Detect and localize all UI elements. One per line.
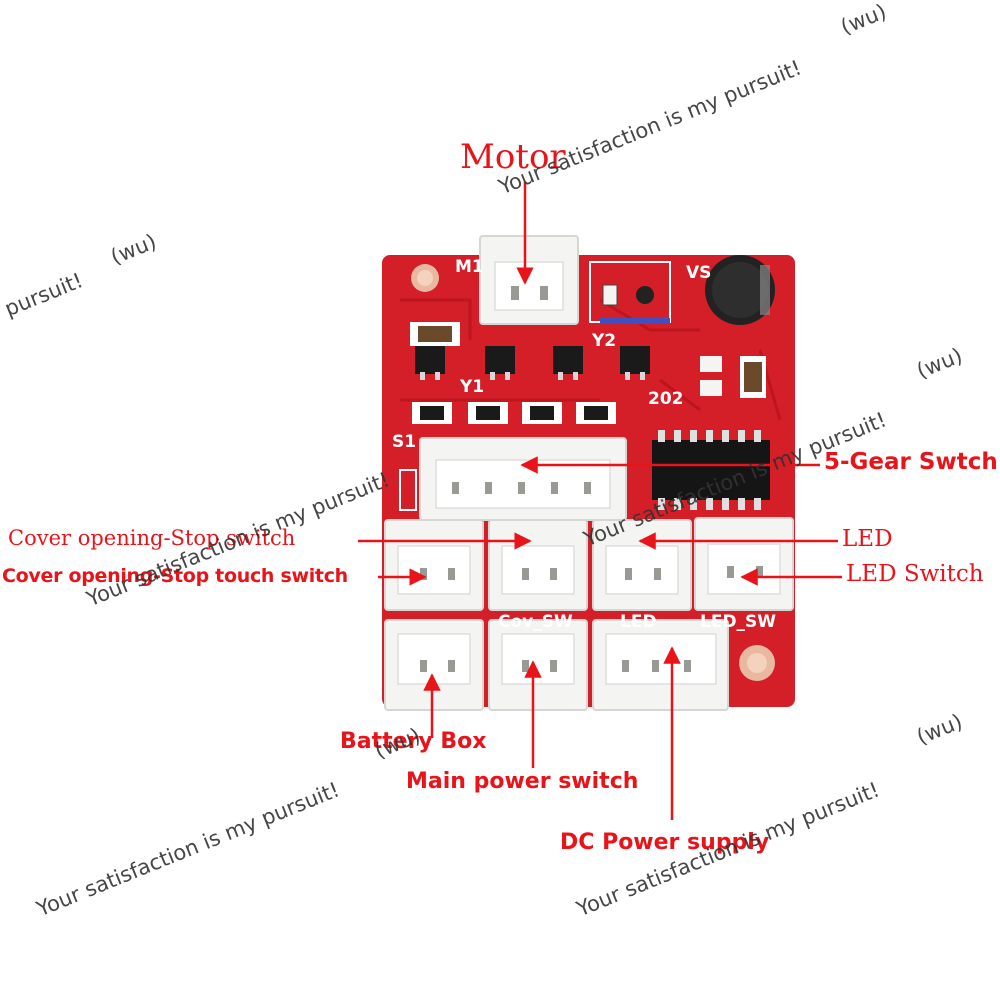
silk-y1: Y1 xyxy=(459,377,484,397)
label-cover-stop-touch-switch: Cover opening-Stop touch switch xyxy=(2,565,348,587)
silk-m1: M1 xyxy=(455,257,484,277)
silk-led-sw: LED_SW xyxy=(700,612,776,632)
label-led-switch: LED Switch xyxy=(846,561,984,587)
silk-code: 202 xyxy=(648,389,684,409)
label-cover-stop-switch: Cover opening-Stop switch xyxy=(8,526,296,550)
label-led: LED xyxy=(842,526,893,552)
label-5-gear-switch: 5-Gear Swtch xyxy=(824,449,998,475)
silk-vs: VS xyxy=(686,263,711,283)
label-dc-power-supply: DC Power supply xyxy=(560,830,770,855)
silk-cov-sw: Cov_SW xyxy=(498,612,573,632)
ic-chip xyxy=(652,440,770,500)
connector-row-2 xyxy=(384,619,729,711)
silk-led2: LED xyxy=(620,612,657,632)
label-motor: Motor xyxy=(460,137,566,177)
label-main-power-switch: Main power switch xyxy=(406,769,639,794)
connector-row-1 xyxy=(384,517,794,611)
silk-s1: S1 xyxy=(392,432,416,452)
label-battery-box: Battery Box xyxy=(340,729,487,754)
silk-y2: Y2 xyxy=(591,331,616,351)
